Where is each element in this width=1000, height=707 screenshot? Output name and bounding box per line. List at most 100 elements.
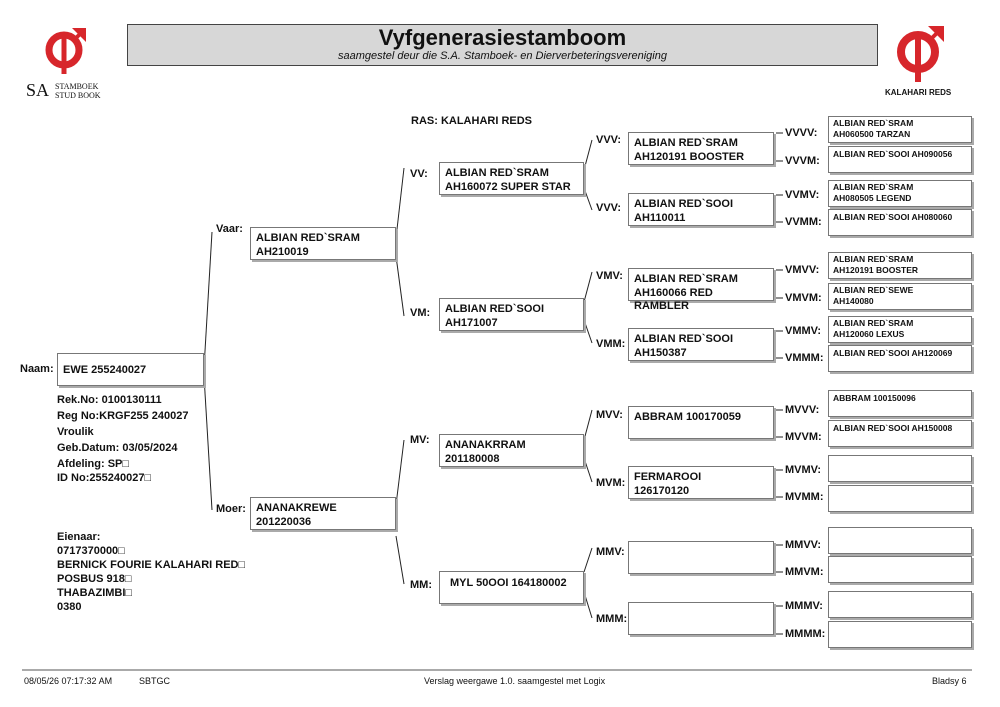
vvmv-label: VVMV:	[785, 189, 820, 201]
vvmm-label: VVMM:	[785, 216, 822, 228]
vm-box: ALBIAN RED`SOOI AH171007	[439, 298, 584, 331]
owner-details: Eienaar: 0717370000□ BERNICK FOURIE KALA…	[57, 530, 245, 614]
vvvv-label: VVVV:	[785, 127, 818, 139]
vvmv-line2: AH080505 LEGEND	[833, 193, 912, 203]
owner-label: Eienaar:	[57, 531, 101, 543]
vvv-label: VVV:	[596, 134, 622, 146]
mvvm-box: ALBIAN RED`SOOI AH150008	[828, 420, 972, 447]
mmmm-label: MMMM:	[785, 628, 826, 640]
vmmv-line2: AH120060 LEXUS	[833, 329, 905, 339]
vvvv-line2: AH060500 TARZAN	[833, 129, 911, 139]
vmvm-line2: AH140080	[833, 296, 874, 306]
vmm-label: VMM:	[596, 338, 626, 350]
vvm-line2: AH110011	[634, 212, 686, 224]
mmv-box	[628, 541, 774, 574]
vmvv-box: ALBIAN RED`SRAM AH120191 BOOSTER	[828, 252, 972, 279]
owner-town: THABAZIMBI□	[57, 587, 133, 599]
vmmv-box: ALBIAN RED`SRAM AH120060 LEXUS	[828, 316, 972, 343]
sa-logo-letters: SA	[26, 80, 50, 100]
vmvv-line2: AH120191 BOOSTER	[833, 265, 919, 275]
mvvm-label: MVVM:	[785, 431, 822, 443]
vvm-line1: ALBIAN RED`SOOI	[634, 198, 733, 210]
vvvm-line1: ALBIAN RED`SOOI AH090056	[833, 149, 953, 159]
afdeling: Afdeling: SP□	[57, 458, 130, 470]
vvvv-box: ALBIAN RED`SRAM AH060500 TARZAN	[828, 116, 972, 143]
vmvm-box: ALBIAN RED`SEWE AH140080	[828, 283, 972, 310]
vvm-box: ALBIAN RED`SOOI AH110011	[628, 193, 774, 226]
dam-box: ANANAKREWE 201220036	[250, 497, 396, 530]
dam-line2: 201220036	[256, 516, 312, 528]
mm-label: MM:	[410, 579, 432, 591]
mvvv-line1: ABBRAM 100150096	[833, 393, 916, 403]
vv-line1: ALBIAN RED`SRAM	[445, 167, 549, 179]
vmvm-label: VMVM:	[785, 292, 822, 304]
vmm-box: ALBIAN RED`SOOI AH150387	[628, 328, 774, 361]
sire-line1: ALBIAN RED`SRAM	[256, 232, 360, 244]
mvmm-label: MVMM:	[785, 491, 824, 503]
vvv-box: ALBIAN RED`SRAM AH120191 BOOSTER	[628, 132, 774, 165]
vvmm-box: ALBIAN RED`SOOI AH080060	[828, 209, 972, 236]
sa-stud-book-logo: SA STAMBOEK STUD BOOK	[22, 26, 112, 102]
reg-no: Reg No:KRGF255 240027	[57, 410, 189, 422]
footer-page: Bladsy 6	[932, 676, 967, 686]
report-title-banner: Vyfgenerasiestamboom saamgestel deur die…	[127, 24, 878, 66]
vv-box: ALBIAN RED`SRAM AH160072 SUPER STAR	[439, 162, 584, 195]
vmv-line2: AH160066 RED	[634, 287, 713, 299]
vv-label: VV:	[410, 168, 428, 180]
footer-datetime: 08/05/26 07:17:32 AM	[24, 676, 113, 686]
footer-code: SBTGC	[139, 676, 171, 686]
vmm-line2: AH150387	[634, 347, 687, 359]
vvvv-line1: ALBIAN RED`SRAM	[833, 118, 914, 128]
mm-box: MYL 50OOI 164180002	[439, 571, 584, 604]
vmmv-label: VMMV:	[785, 325, 822, 337]
vm-label: VM:	[410, 307, 431, 319]
vvvm-label: VVVM:	[785, 155, 820, 167]
mmm-box	[628, 602, 774, 635]
mvm-line2: 126170120	[634, 485, 690, 497]
vaar-label: Vaar:	[216, 223, 243, 235]
breed-label: RAS: KALAHARI REDS	[411, 115, 532, 127]
mv-line2: 201180008	[445, 453, 500, 465]
vmmm-box: ALBIAN RED`SOOI AH120069	[828, 345, 972, 372]
vmmm-line1: ALBIAN RED`SOOI AH120069	[833, 348, 953, 358]
mmvv-box	[828, 527, 972, 554]
owner-box: POSBUS 918□	[57, 573, 132, 585]
owner-code: 0380	[57, 601, 82, 613]
owner-phone: 0717370000□	[57, 545, 125, 557]
rek-no: Rek.No: 0100130111	[57, 394, 162, 406]
mvm-label: MVM:	[596, 477, 626, 489]
mvmm-box	[828, 485, 972, 512]
mvvm-line1: ALBIAN RED`SOOI AH150008	[833, 423, 953, 433]
mv-label: MV:	[410, 434, 430, 446]
animal-name-box: EWE 255240027	[57, 353, 204, 386]
sire-line2: AH210019	[256, 246, 309, 258]
animal-name: EWE 255240027	[63, 364, 147, 376]
sa-logo-line1: STAMBOEK	[55, 82, 99, 91]
vvmv-box: ALBIAN RED`SRAM AH080505 LEGEND	[828, 180, 972, 207]
kalahari-logo-emblem-icon	[897, 26, 944, 82]
vvmv-line1: ALBIAN RED`SRAM	[833, 182, 914, 192]
mvm-box: FERMAROOI 126170120	[628, 466, 774, 499]
mmmv-label: MMMV:	[785, 600, 823, 612]
dam-line1: ANANAKREWE	[256, 502, 337, 514]
vvv-line2: AH120191 BOOSTER	[634, 151, 745, 163]
footer-version: Verslag weergawe 1.0. saamgestel met Log…	[424, 676, 606, 686]
report-title: Vyfgenerasiestamboom	[378, 25, 627, 50]
mvmv-label: MVMV:	[785, 464, 822, 476]
report-subtitle: saamgestel deur die S.A. Stamboek- en Di…	[338, 50, 667, 62]
birth-date: Geb.Datum: 03/05/2024	[57, 442, 178, 454]
mmmm-box	[828, 621, 972, 648]
vmv-label: VMV:	[596, 270, 623, 282]
vm-line1: ALBIAN RED`SOOI	[445, 303, 544, 315]
vmv-line1: ALBIAN RED`SRAM	[634, 273, 738, 285]
vmv-box: ALBIAN RED`SRAM AH160066 RED RAMBLER	[628, 268, 774, 312]
mv-line1: ANANAKRRAM	[445, 439, 526, 451]
sex: Vroulik	[57, 426, 94, 438]
vvv-line1: ALBIAN RED`SRAM	[634, 137, 738, 149]
mvv-label: MVV:	[596, 409, 623, 421]
vmm-line1: ALBIAN RED`SOOI	[634, 333, 733, 345]
vmmm-label: VMMM:	[785, 352, 824, 364]
vmvv-line1: ALBIAN RED`SRAM	[833, 254, 914, 264]
vvmm-line1: ALBIAN RED`SOOI AH080060	[833, 212, 953, 222]
vvm-label: VVV:	[596, 202, 622, 214]
